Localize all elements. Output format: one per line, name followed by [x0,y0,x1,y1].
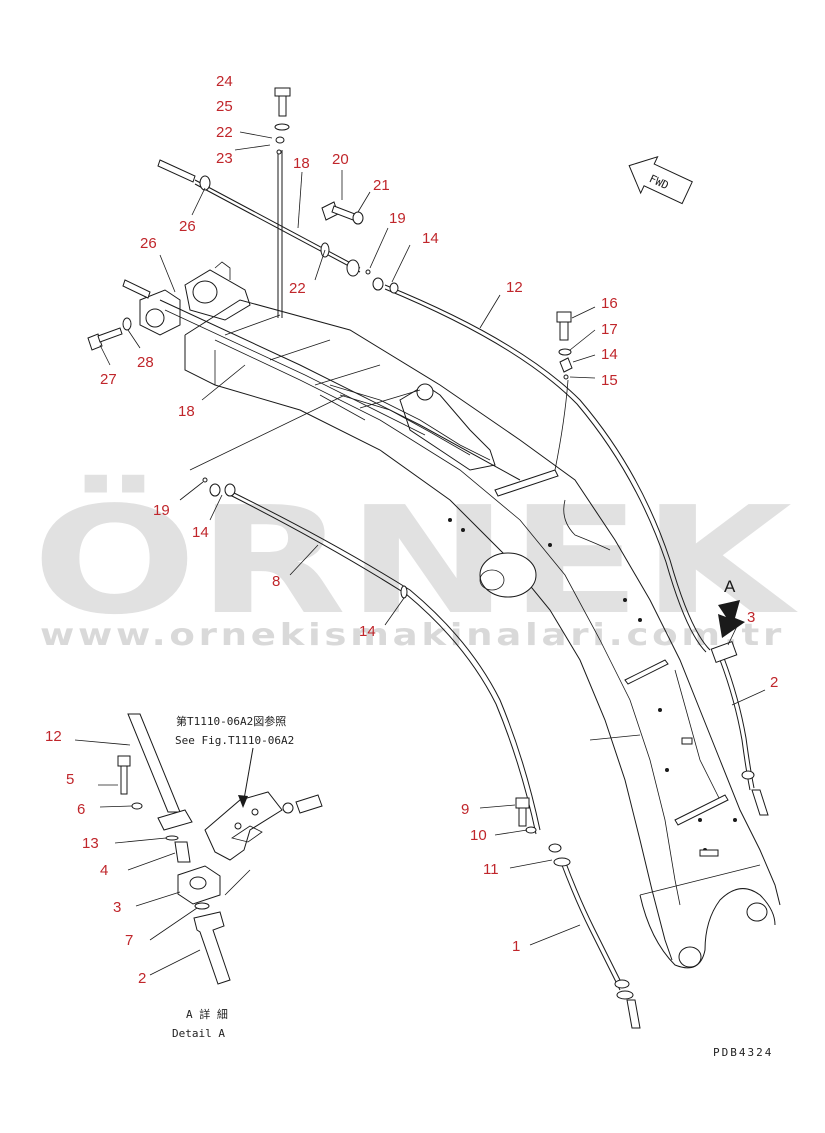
fwd-indicator: FWD [628,155,693,205]
callout-11: 11 [483,861,499,878]
leader-lines [74,131,766,976]
callout-26-left: 26 [140,235,157,252]
clamp-3 [710,641,738,663]
callout-6: 6 [77,801,85,818]
detail-title-jp: A 詳 細 [186,1007,228,1021]
callout-12-top: 12 [506,279,523,296]
callout-2-main: 2 [770,674,778,691]
callout-26-top: 26 [179,218,196,235]
boom-inspection-cover [479,552,537,598]
reference-note-jp: 第T1110-06A2図参照 [176,714,286,728]
callout-5: 5 [66,771,74,788]
callout-27: 27 [100,371,117,388]
callout-9: 9 [461,801,469,818]
callout-28: 28 [137,354,154,371]
callout-4: 4 [100,862,108,879]
callout-2-detail: 2 [138,970,146,987]
boom-head-pin-hole [192,280,218,304]
pipe-flange-12 [372,277,384,291]
callout-13: 13 [82,835,99,852]
watermark: ÖRNEK www.ornekismakinalari.com.tr [32,474,799,653]
callout-15: 15 [601,372,618,389]
cylinder-bracket-hole [416,383,434,401]
callout-24: 24 [216,73,233,90]
detail-title-en: Detail A [172,1027,225,1040]
pipe-flange-upper [346,259,360,277]
watermark-brand: ÖRNEK [32,474,799,647]
callout-14-mid: 14 [192,524,209,541]
watermark-url: www.ornekismakinalari.com.tr [40,618,785,653]
arrow-a-label: A [724,577,736,596]
drawing-code: PDB4324 [713,1046,773,1059]
piping [122,150,769,1029]
callout-19-mid: 19 [153,502,170,519]
exploded-hardware [87,87,573,834]
callout-22-top: 22 [216,124,233,141]
callout-12-detail: 12 [45,728,62,745]
callout-3-main: 3 [747,609,755,626]
callout-7: 7 [125,932,133,949]
callout-14-right: 14 [601,346,618,363]
callout-14-low: 14 [359,623,376,640]
text-notes: 第T1110-06A2図参照 See Fig.T1110-06A2 A 詳 細 … [172,714,773,1059]
callout-25: 25 [216,98,233,115]
callout-17: 17 [601,321,618,338]
reference-note-en: See Fig.T1110-06A2 [175,734,294,747]
callout-21: 21 [373,177,390,194]
callout-23: 23 [216,150,233,167]
boom-body [139,261,781,969]
callout-1: 1 [512,938,520,955]
callout-18-top: 18 [293,155,310,172]
callout-8: 8 [272,573,280,590]
boom-head-pin-hole-2 [145,308,165,328]
callout-10: 10 [470,827,487,844]
callout-18-mid: 18 [178,403,195,420]
callout-3-detail: 3 [113,899,121,916]
callout-numbers: 24 25 22 23 18 20 21 19 14 26 26 22 12 1… [45,73,778,987]
callout-20: 20 [332,151,349,168]
detail-a [117,713,323,985]
view-arrow-a: A [718,577,745,638]
boom-foot-pin-hole-2 [746,902,768,922]
callout-16: 16 [601,295,618,312]
callout-22-mid: 22 [289,280,306,297]
callout-14-top: 14 [422,230,439,247]
callout-19-top: 19 [389,210,406,227]
boom-foot-pin-hole [678,946,702,968]
